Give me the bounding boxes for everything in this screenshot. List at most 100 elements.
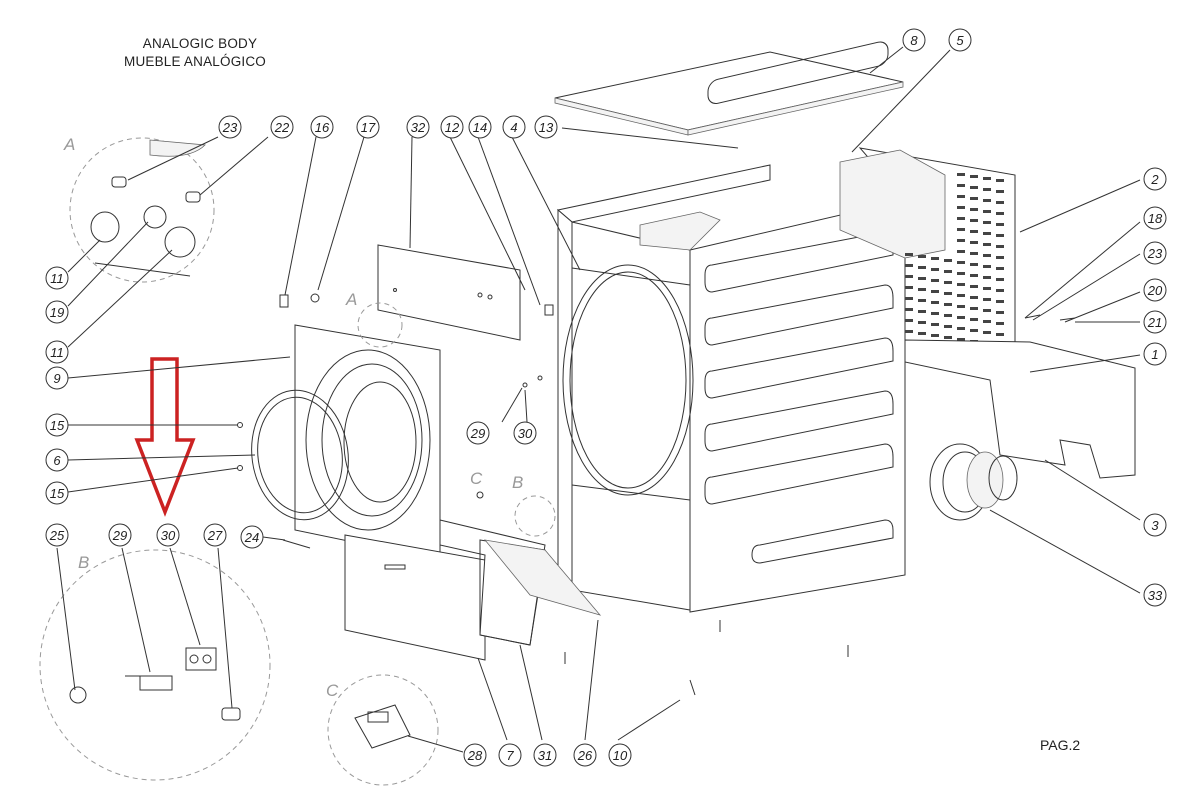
svg-text:30: 30 [518, 426, 533, 441]
vent-slot [957, 283, 965, 286]
callout-18: 18 [1143, 206, 1167, 230]
callout-29-b: 29 [108, 523, 132, 547]
callout-22: 22 [270, 115, 294, 139]
vent-slot [996, 234, 1004, 237]
detail-label-c-mid: C [470, 469, 483, 488]
svg-text:30: 30 [161, 528, 176, 543]
vent-slot [970, 208, 978, 211]
vent-slot [970, 285, 978, 288]
vent-slot [983, 309, 991, 312]
svg-text:15: 15 [50, 486, 65, 501]
vent-slot [944, 314, 952, 317]
vent-slot [957, 206, 965, 209]
vent-slot [996, 256, 1004, 259]
svg-text:14: 14 [473, 120, 487, 135]
vent-slot [996, 278, 1004, 281]
callout-4: 4 [502, 115, 526, 139]
svg-text:6: 6 [53, 453, 61, 468]
vent-slot [905, 264, 913, 267]
vent-slot [918, 310, 926, 313]
detail-c-parts [327, 674, 439, 786]
svg-text:19: 19 [50, 305, 64, 320]
vent-slot [970, 329, 978, 332]
vent-slot [996, 212, 1004, 215]
callout-1: 1 [1143, 342, 1167, 366]
svg-text:15: 15 [50, 418, 65, 433]
vent-slot [918, 299, 926, 302]
vent-slot [957, 228, 965, 231]
vent-slot [970, 175, 978, 178]
vent-slot [918, 288, 926, 291]
detail-label-c-bottom: C [326, 681, 339, 700]
vent-slot [931, 334, 939, 337]
vent-slot [996, 245, 1004, 248]
callout-28: 28 [463, 743, 487, 767]
callout-25: 25 [45, 523, 69, 547]
callout-29-mid: 29 [466, 421, 490, 445]
svg-text:2: 2 [1150, 172, 1159, 187]
svg-text:23: 23 [222, 120, 238, 135]
detail-label-b-mid: B [512, 473, 523, 492]
vent-slot [944, 336, 952, 339]
detail-label-a-mid: A [345, 290, 357, 309]
vent-slot [957, 327, 965, 330]
vent-slot [957, 338, 965, 341]
vent-slot [996, 300, 1004, 303]
vent-slot [983, 243, 991, 246]
svg-text:25: 25 [49, 528, 65, 543]
svg-text:16: 16 [315, 120, 330, 135]
vent-slot [944, 270, 952, 273]
vent-slot [905, 253, 913, 256]
vent-slot [957, 294, 965, 297]
vent-slot [983, 276, 991, 279]
vent-slot [983, 254, 991, 257]
vent-slot [931, 301, 939, 304]
vent-slot [957, 272, 965, 275]
svg-text:8: 8 [910, 33, 918, 48]
callout-2: 2 [1143, 167, 1167, 191]
callout-5: 5 [948, 28, 972, 52]
vent-slot [931, 279, 939, 282]
svg-text:13: 13 [539, 120, 554, 135]
svg-text:29: 29 [470, 426, 485, 441]
diagram-title-en: ANALOGIC BODY [142, 36, 258, 51]
vent-slot [996, 333, 1004, 336]
lower-front-panel-part [344, 534, 486, 661]
vent-slot [970, 252, 978, 255]
vent-slot [905, 275, 913, 278]
rear-bracket-part-1 [904, 339, 1136, 479]
svg-text:18: 18 [1148, 211, 1163, 226]
vent-slot [983, 232, 991, 235]
callout-26: 26 [573, 743, 597, 767]
svg-text:22: 22 [274, 120, 290, 135]
callout-21: 21 [1143, 310, 1167, 334]
top-panel-part [554, 51, 904, 136]
callout-3: 3 [1143, 513, 1167, 537]
control-panel-part [377, 244, 521, 341]
vent-slot [944, 259, 952, 262]
svg-text:23: 23 [1147, 246, 1163, 261]
callout-33: 33 [1143, 583, 1167, 607]
svg-text:21: 21 [1147, 315, 1162, 330]
svg-text:7: 7 [506, 748, 514, 763]
vent-slot [983, 177, 991, 180]
vent-slot [983, 210, 991, 213]
vent-slot [983, 331, 991, 334]
callout-9: 9 [45, 366, 69, 390]
cabinet-body-part [556, 41, 906, 613]
detail-label-b-bottom: B [78, 553, 89, 572]
vent-slot [983, 188, 991, 191]
callout-24: 24 [240, 525, 264, 549]
svg-text:27: 27 [207, 528, 223, 543]
vent-slot [957, 250, 965, 253]
diagram-title-es: MUEBLE ANALÓGICO [124, 54, 266, 69]
vent-slot [918, 255, 926, 258]
callout-30-mid: 30 [513, 421, 537, 445]
callout-19: 19 [45, 300, 69, 324]
callout-11-bottom: 11 [45, 340, 69, 364]
vent-slot [944, 325, 952, 328]
callout-15-bottom: 15 [45, 481, 69, 505]
vent-slot [996, 322, 1004, 325]
callout-20: 20 [1143, 278, 1167, 302]
